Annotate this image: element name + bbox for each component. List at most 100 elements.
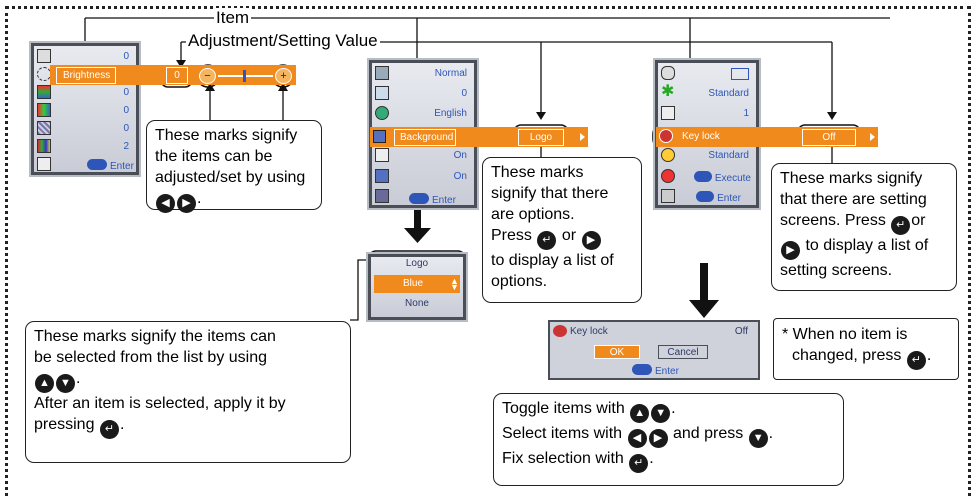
menu-row[interactable]: 0 — [373, 85, 473, 103]
up-arrow-icon: ▲ — [630, 404, 650, 423]
left-arrow-icon: ◀ — [156, 194, 175, 213]
keylock-dialog: Key lock Off OK Cancel Enter — [548, 320, 760, 380]
enter-button[interactable]: Enter — [632, 364, 679, 377]
input-icon — [731, 68, 749, 80]
start-icon — [375, 169, 389, 183]
menu-row[interactable]: ✱Standard — [661, 83, 749, 100]
ok-button[interactable]: OK — [594, 345, 640, 359]
menu-row[interactable] — [373, 188, 473, 206]
color-icon — [37, 85, 51, 99]
brightness-icon — [37, 67, 51, 81]
contrast-icon — [37, 49, 51, 63]
note-box: * When no item is changed, press ↵. — [773, 318, 959, 380]
enter-icon — [693, 171, 712, 182]
menu-row[interactable]: 0 — [35, 48, 135, 66]
background-list: Logo Blue ▲▼ None — [366, 252, 468, 322]
up-arrow-icon: ▲ — [35, 374, 54, 393]
security-icon — [661, 189, 675, 203]
menu-row[interactable]: 2 — [35, 138, 135, 156]
adjustment-label: Adjustment/Setting Value — [186, 31, 380, 51]
keylock-value[interactable]: Off — [802, 129, 856, 146]
list-selection-bar[interactable] — [374, 275, 460, 293]
menu-row[interactable]: 0 — [35, 102, 135, 120]
setting-icon — [661, 66, 675, 80]
enter-icon — [409, 193, 429, 204]
slider-value: 0 — [166, 67, 188, 84]
keylock-item[interactable]: Key lock — [682, 131, 720, 142]
right-arrow-icon: ▶ — [581, 231, 601, 250]
menu-row[interactable]: 1 — [659, 105, 755, 123]
display-icon — [375, 148, 389, 162]
sharpness-icon — [37, 121, 51, 135]
enter-icon — [632, 364, 652, 375]
menu-row[interactable]: Execute — [659, 168, 755, 186]
plus-button[interactable]: + — [275, 68, 292, 84]
chevron-right-icon — [870, 133, 875, 141]
down-arrow-icon: ▼ — [748, 429, 768, 448]
enter-button[interactable]: Enter — [409, 193, 456, 206]
callout-list-select: These marks signify the items can be sel… — [25, 321, 351, 463]
background-selection-bar[interactable] — [370, 127, 588, 147]
callout-setting-screens: These marks signify that there are setti… — [771, 163, 957, 291]
keylock-icon — [553, 325, 567, 337]
reset-icon — [37, 157, 51, 171]
enter-icon: ↵ — [906, 351, 926, 370]
lamp-icon — [661, 148, 675, 162]
gamma-icon — [37, 139, 51, 153]
menu-row[interactable] — [659, 65, 755, 83]
list-item[interactable]: Logo — [405, 258, 429, 269]
factory-icon — [661, 169, 675, 183]
menu-row[interactable] — [35, 156, 135, 174]
slider-handle[interactable] — [243, 70, 246, 82]
brightness-item[interactable]: Brightness — [56, 67, 116, 84]
enter-button[interactable]: Enter — [87, 159, 134, 172]
down-arrow-icon: ▼ — [651, 404, 671, 423]
filter-icon — [661, 106, 675, 120]
menu-row[interactable]: English — [373, 105, 473, 123]
enter-icon: ↵ — [629, 454, 649, 473]
menu-row[interactable]: 0 — [35, 120, 135, 138]
updown-icon: ▲▼ — [450, 276, 459, 292]
cancel-button[interactable]: Cancel — [658, 345, 708, 359]
fan-icon: ✱ — [661, 83, 675, 100]
callout-options: These marks signify that there are optio… — [482, 157, 642, 303]
right-arrow-icon: ▶ — [781, 241, 800, 260]
background-icon — [373, 130, 386, 143]
tint-icon — [37, 103, 51, 117]
keylock-selection-bar[interactable] — [656, 127, 878, 147]
keylock-icon — [659, 129, 673, 143]
dialog-title: Key lock — [570, 326, 608, 337]
enter-icon: ↵ — [537, 231, 557, 250]
enter-icon — [87, 159, 107, 170]
right-arrow-icon: ▶ — [177, 194, 196, 213]
menu-row[interactable]: Normal — [373, 65, 473, 83]
screen-icon — [375, 66, 389, 80]
callout-adjust: These marks signify the items can be adj… — [146, 120, 322, 213]
menu-row[interactable]: 0 — [35, 84, 135, 102]
dotted-frame — [5, 6, 971, 496]
menu-row[interactable]: Standard — [659, 147, 755, 165]
menu-pos-icon — [375, 189, 389, 203]
list-item[interactable]: None — [405, 298, 429, 309]
enter-icon: ↵ — [99, 420, 119, 439]
background-item[interactable]: Background — [394, 129, 456, 146]
list-item[interactable]: Blue — [402, 278, 423, 289]
picture-menu: 0 0 0 0 0 2 Enter — [29, 41, 141, 177]
brightness-selection-bar[interactable] — [50, 65, 296, 85]
chevron-right-icon — [580, 133, 585, 141]
background-value[interactable]: Logo — [518, 129, 564, 146]
enter-icon — [696, 191, 715, 202]
down-arrow-icon: ▼ — [56, 374, 75, 393]
item-label: Item — [214, 8, 252, 28]
dialog-value: Off — [734, 326, 748, 337]
enter-icon: ↵ — [891, 216, 911, 235]
right-arrow-icon: ▶ — [648, 429, 668, 448]
callout-dialog-help: Toggle items with ▲▼. Select items with … — [493, 393, 844, 486]
menu-row[interactable]: Enter — [659, 188, 755, 206]
menu-row[interactable]: On — [373, 147, 473, 165]
menu-row[interactable]: On — [373, 168, 473, 186]
minus-button[interactable]: − — [199, 68, 216, 84]
language-icon — [375, 106, 389, 120]
keystone-icon — [375, 86, 389, 100]
left-arrow-icon: ◀ — [627, 429, 647, 448]
